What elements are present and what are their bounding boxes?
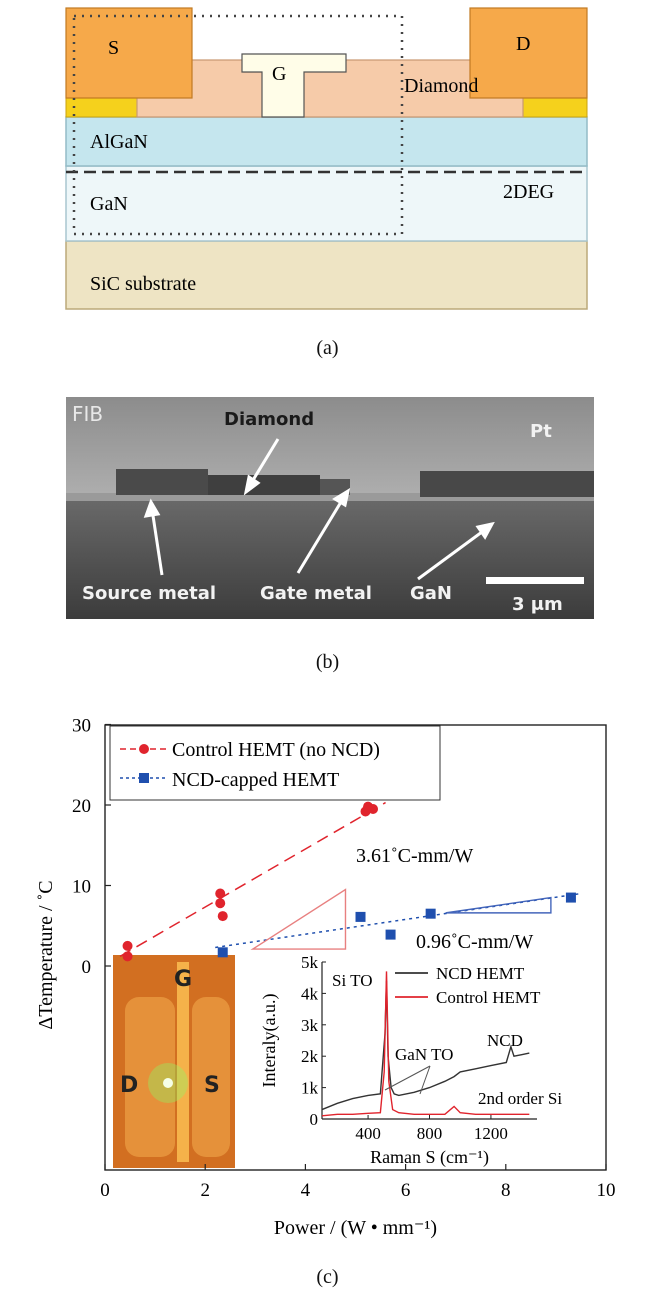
- ncd-data-point: [217, 947, 228, 958]
- ncd-data-point: [565, 892, 576, 903]
- control-data-point: [215, 888, 226, 899]
- raman-plot-bg: [322, 962, 537, 1119]
- raman-annotation-2nd-si: 2nd order Si: [478, 1089, 562, 1108]
- fib-label: FIB: [72, 402, 103, 426]
- fib-diamond-label: Diamond: [224, 409, 314, 430]
- control-data-point: [368, 804, 379, 815]
- raman-y-tick-label: 1k: [301, 1079, 319, 1098]
- twodeg-label: 2DEG: [503, 181, 554, 203]
- scale-bar-label: 3 μm: [512, 594, 563, 615]
- legend-ncd-marker: [139, 773, 149, 783]
- fib-drain-block: [420, 471, 594, 497]
- gan-arrow: [417, 527, 487, 581]
- diamond-label: Diamond: [404, 75, 478, 97]
- photo-source-label: S: [204, 1073, 220, 1098]
- y-tick-label: 10: [72, 877, 91, 898]
- raman-y-tick-label: 0: [310, 1110, 319, 1129]
- raman-y-tick-label: 3k: [301, 1016, 319, 1035]
- x-tick-label: 8: [501, 1180, 511, 1201]
- source-label: S: [108, 37, 119, 59]
- ncd-data-point: [385, 929, 396, 940]
- slope-ncd-label: 0.96˚C-mm/W: [416, 931, 533, 953]
- x-tick-label: 0: [100, 1180, 110, 1201]
- raman-series-line: [321, 971, 530, 1117]
- source-metal-arrow: [150, 508, 164, 576]
- x-tick-label: 6: [401, 1180, 411, 1201]
- legend-control-label: Control HEMT (no NCD): [172, 739, 380, 761]
- gan-label: GaN: [90, 193, 128, 215]
- control-data-point: [122, 940, 133, 951]
- fit-line: [119, 801, 386, 957]
- algan-layer: [65, 116, 588, 167]
- x-tick-label: 10: [597, 1180, 616, 1201]
- caption-c: (c): [316, 1266, 339, 1288]
- photo-gate-label: G: [174, 967, 192, 992]
- panel-a-device-schematic: S D G Diamond AlGaN GaN 2DEG SiC substra…: [65, 7, 588, 310]
- sic-substrate-layer: [65, 240, 588, 310]
- drain-contact: [469, 7, 588, 99]
- raman-annotation-ncd: NCD: [487, 1031, 523, 1050]
- fib-gan-label: GaN: [410, 583, 452, 604]
- drain-label: D: [516, 33, 530, 55]
- raman-legend-label: NCD HEMT: [436, 964, 525, 983]
- gate-contact: [241, 53, 347, 118]
- raman-y-tick-label: 5k: [301, 953, 319, 972]
- raman-y-axis-title: Interaly(a.u.): [259, 994, 280, 1088]
- y-tick-label: 20: [72, 796, 91, 817]
- raman-x-tick-label: 800: [417, 1124, 443, 1143]
- raman-legend-label: Control HEMT: [436, 988, 541, 1007]
- raman-x-tick-label: 400: [355, 1124, 381, 1143]
- fib-diamond-block: [208, 475, 320, 495]
- ncd-data-point: [355, 911, 366, 922]
- scale-bar: [486, 577, 584, 584]
- ncd-data-point: [425, 908, 436, 919]
- gan-layer: [65, 165, 588, 242]
- legend-control-marker: [139, 744, 149, 754]
- x-axis-title: Power / (W • mm⁻¹): [274, 1217, 437, 1239]
- gate-metal-arrow: [296, 496, 346, 574]
- algan-label: AlGaN: [90, 131, 148, 153]
- fib-surface-band: [66, 493, 594, 501]
- control-data-point: [122, 951, 133, 962]
- y-tick-label: 30: [72, 716, 91, 737]
- caption-b: (b): [315, 651, 340, 673]
- fib-pt-label: Pt: [530, 421, 552, 442]
- source-metal-label: Source metal: [82, 583, 216, 604]
- caption-a: (a): [316, 337, 339, 359]
- raman-y-tick-label: 4k: [301, 984, 319, 1003]
- control-data-point: [217, 911, 228, 922]
- raman-x-tick-label: 1200: [474, 1124, 508, 1143]
- control-data-point: [215, 898, 226, 909]
- y-tick-label: 0: [82, 957, 92, 978]
- fib-source-block: [116, 469, 208, 495]
- source-contact: [65, 7, 193, 99]
- main-legend: Control HEMT (no NCD) NCD-capped HEMT: [109, 725, 441, 801]
- gan-to-pointer: [384, 1065, 431, 1091]
- raman-y-tick-label: 2k: [301, 1047, 319, 1066]
- photo-drain-label: D: [120, 1073, 138, 1098]
- slope-triangle-ncd: [445, 896, 552, 914]
- device-photo-inset: G D S: [113, 955, 235, 1168]
- raman-annotation-gan-to: GaN TO: [395, 1045, 453, 1064]
- slope-triangle-control: [250, 888, 347, 950]
- fib-gate-bump: [320, 479, 350, 495]
- gate-metal-label: Gate metal: [260, 583, 372, 604]
- slope-control-label: 3.61˚C-mm/W: [356, 845, 473, 867]
- y-axis-title: ΔTemperature / ˚C: [35, 880, 57, 1029]
- panel-b-fib-image: FIB Diamond Pt Source metal Gate metal G…: [66, 397, 594, 619]
- raman-annotation-si-to: Si TO: [332, 971, 372, 990]
- raman-x-axis-title: Raman S (cm⁻¹): [370, 1147, 489, 1168]
- gan-to-pointer: [419, 1065, 431, 1095]
- x-tick-label: 4: [301, 1180, 311, 1201]
- x-tick-label: 2: [200, 1180, 210, 1201]
- substrate-label: SiC substrate: [90, 273, 196, 295]
- gate-label: G: [272, 63, 286, 85]
- raman-series-line: [321, 980, 530, 1111]
- diamond-arrow: [248, 438, 280, 486]
- legend-ncd-label: NCD-capped HEMT: [172, 769, 339, 791]
- main-plot-frame: [104, 724, 607, 1171]
